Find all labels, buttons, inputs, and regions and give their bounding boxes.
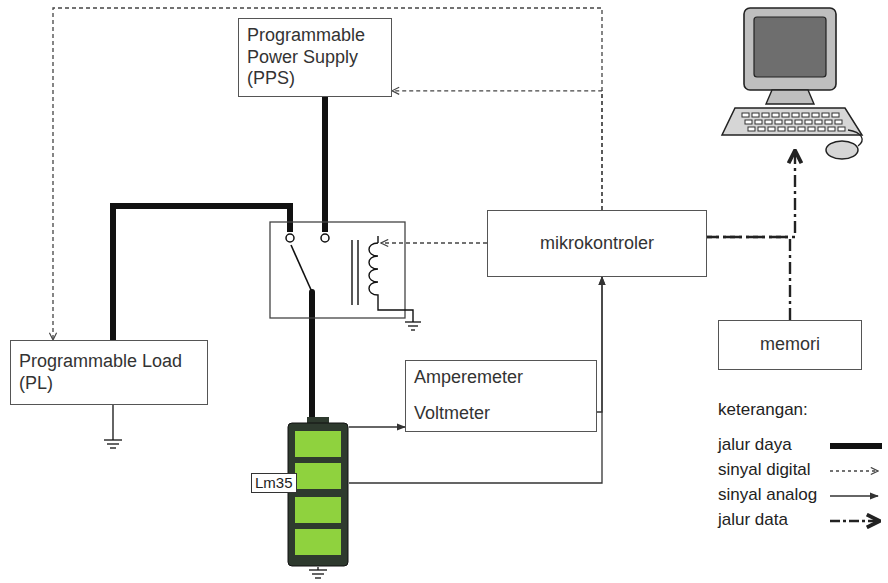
legend-heading: keterangan:	[718, 400, 808, 420]
legend-samples	[830, 446, 882, 521]
power-line	[309, 292, 315, 417]
legend-data-sample	[830, 520, 878, 522]
power-line	[322, 96, 328, 232]
ground-symbol	[405, 322, 421, 330]
legend-digital-sample	[830, 470, 878, 471]
box-label: memori	[760, 334, 820, 356]
analog-connector	[349, 426, 405, 427]
relay-symbol	[270, 222, 487, 330]
relay-arm	[291, 245, 312, 292]
box-label: Amperemeter	[414, 367, 523, 389]
box-label: mikrokontroler	[540, 233, 654, 255]
coil-control-signal	[381, 242, 487, 243]
relay-core	[357, 240, 358, 305]
relay-coil-lead	[377, 236, 378, 243]
box-label: Programmable Power Supply (PPS)	[247, 25, 383, 90]
legend-power-sample	[830, 443, 882, 449]
box-label: Voltmeter	[414, 403, 490, 425]
box-label: Programmable Load (PL)	[19, 351, 199, 394]
power-supply-box: Programmable Power Supply (PPS)	[238, 18, 392, 97]
legend-text: jalur daya	[718, 435, 792, 455]
relay-coil	[369, 243, 413, 322]
power-line	[113, 206, 290, 340]
relay-housing	[270, 222, 405, 318]
ground-symbol	[104, 405, 122, 448]
legend-text: sinyal digital	[718, 460, 811, 480]
ground-symbol	[309, 567, 327, 578]
digital-connector	[392, 91, 602, 210]
relay-contact	[286, 234, 294, 242]
legend-text: jalur data	[718, 510, 788, 530]
meter-box: AmperemeterVoltmeter	[405, 360, 597, 432]
relay-pivot	[309, 289, 315, 295]
legend-text: sinyal analog	[718, 485, 817, 505]
data-line	[707, 152, 795, 237]
relay-contact	[321, 234, 329, 242]
data-connector	[707, 237, 790, 320]
digital-connector	[53, 8, 602, 340]
microcontroller-box: mikrokontroler	[487, 210, 707, 277]
analog-connector	[597, 277, 602, 412]
sensor-label: Lm35	[251, 473, 297, 493]
load-box: Programmable Load (PL)	[10, 340, 208, 405]
battery-sensor: Lm35	[287, 417, 349, 567]
analog-connector	[349, 277, 602, 483]
legend-analog-sample	[830, 495, 878, 496]
memory-box: memori	[718, 320, 862, 370]
computer-icon	[722, 8, 862, 159]
relay-core	[351, 240, 352, 305]
